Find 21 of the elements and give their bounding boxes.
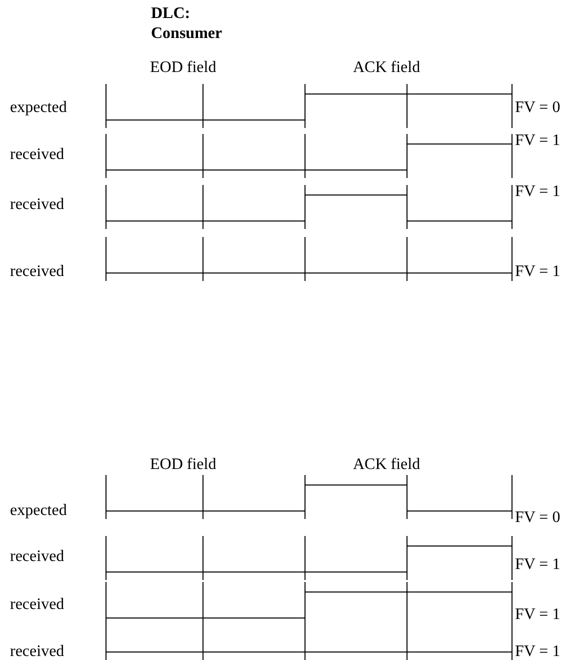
- signal-name: received: [10, 146, 64, 164]
- flag-value: FV = 1: [515, 132, 560, 150]
- field-label: ACK field: [353, 59, 420, 77]
- flag-value: FV = 1: [515, 556, 560, 574]
- signal-name: expected: [10, 502, 67, 520]
- flag-value: FV = 0: [515, 509, 560, 527]
- field-label: ACK field: [353, 456, 420, 474]
- signal-name: expected: [10, 99, 67, 117]
- flag-value: FV = 1: [515, 606, 560, 624]
- flag-value: FV = 1: [515, 183, 560, 201]
- signal-name: received: [10, 643, 64, 660]
- flag-value: FV = 1: [515, 643, 560, 660]
- signal-name: received: [10, 596, 64, 614]
- diagram-title: DLC: Consumer: [151, 4, 224, 44]
- field-label: EOD field: [150, 456, 216, 474]
- signal-name: received: [10, 548, 64, 566]
- signal-name: received: [10, 196, 64, 214]
- field-label: EOD field: [150, 59, 216, 77]
- signal-name: received: [10, 263, 64, 281]
- flag-value: FV = 0: [515, 99, 560, 117]
- flag-value: FV = 1: [515, 263, 560, 281]
